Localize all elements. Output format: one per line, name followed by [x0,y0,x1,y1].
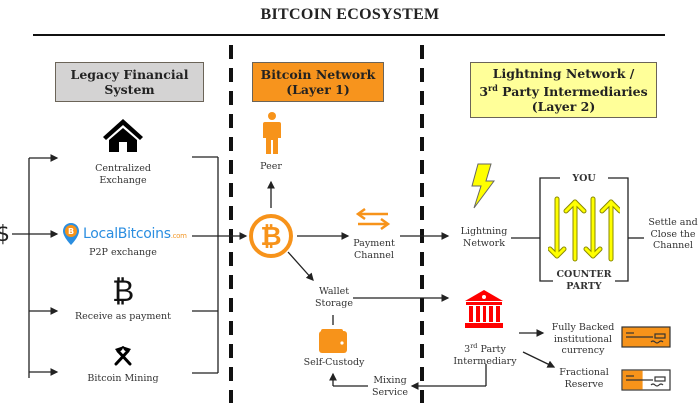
lightning-header-line3: (Layer 2) [531,99,596,115]
bitcoin-header-line1: Bitcoin Network [260,67,376,82]
fractional-reserve-check-icon [621,369,671,395]
mining-hammers-icon [111,343,135,371]
bidirectional-flow-arrows-icon [547,196,623,266]
legacy-item-p2p-exchange: P2P exchange [89,247,157,258]
bank-building-icon [464,289,504,333]
title-divider [33,34,665,36]
legacy-header-line2: System [104,82,155,97]
intermediary-label: 3rd Party Intermediary [453,342,517,367]
lightning-header-line2: 3rd Party Intermediaries [479,82,648,100]
lightning-header-line1: Lightning Network / [492,65,635,81]
you-label: YOU [572,173,596,184]
payment-channel-arrows-icon [355,207,391,234]
lightning-section-header: Lightning Network / 3rd Party Intermedia… [470,62,657,118]
bitcoin-section-header: Bitcoin Network (Layer 1) [252,62,384,102]
bitcoin-logo-icon: ₿ [248,213,294,263]
legacy-header-line1: Legacy Financial [70,67,189,82]
legacy-item-receive-payment: Receive as payment [74,311,171,322]
svg-text:B: B [68,227,74,236]
self-custody-label: Self-Custody [303,357,365,368]
legacy-item-bitcoin-mining: Bitcoin Mining [87,373,159,384]
bitcoin-header-line2: (Layer 1) [286,82,350,97]
peer-label: Peer [260,161,282,172]
legacy-section-header: Legacy Financial System [55,62,204,102]
lightning-bolt-icon [470,163,496,213]
dollar-sign-icon: $ [0,222,10,247]
wallet-icon [319,329,347,357]
full-reserve-check-icon [621,326,671,352]
lightning-links [511,177,644,368]
legacy-fanout [12,154,59,378]
localbitcoins-logo: B LocalBitcoins.com [62,222,187,246]
peer-person-icon [262,112,282,160]
diagram-title: BITCOIN ECOSYSTEM [260,6,440,23]
house-icon [101,117,145,157]
bitcoin-symbol-icon: ₿ [112,274,135,309]
svg-text:₿: ₿ [260,222,281,252]
bitcoin-links [267,180,487,390]
legacy-fanin [192,156,248,374]
localbitcoins-pin-icon: B [63,223,79,245]
